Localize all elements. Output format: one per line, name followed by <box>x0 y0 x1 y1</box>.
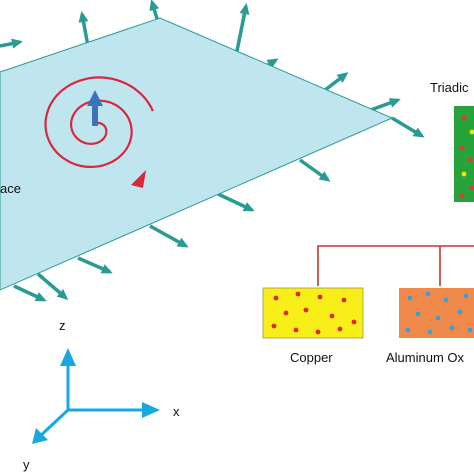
alumina-label: Aluminum Ox <box>386 350 465 365</box>
spiral-arrow-head <box>131 170 146 188</box>
triadic-dot <box>469 129 474 135</box>
rod-arrow-head <box>239 3 250 15</box>
x-axis-label: x <box>173 404 180 419</box>
rod-arrow-head <box>78 11 89 23</box>
rod <box>391 116 425 138</box>
coordinate-axes <box>36 356 152 440</box>
triadic-particles <box>459 115 474 199</box>
rod-arrow-head <box>242 202 255 212</box>
surface-label: ace <box>0 181 21 196</box>
connector-lines <box>317 245 474 286</box>
copper-dot <box>315 329 321 335</box>
rod-arrow-head <box>336 72 349 83</box>
rod <box>149 224 189 248</box>
copper-dot <box>317 294 323 300</box>
triadic-label: Triadic <box>430 80 469 95</box>
alumina-dot <box>415 311 421 317</box>
copper-dot <box>283 310 289 316</box>
alumina-dot <box>425 291 431 297</box>
rod <box>36 272 69 300</box>
rod-arrow-head <box>34 292 47 302</box>
alumina-dot <box>443 297 449 303</box>
y-axis-label: y <box>23 457 30 472</box>
rod <box>78 11 90 47</box>
rod-arrow-head <box>412 127 425 138</box>
copper-dot <box>337 326 343 332</box>
triadic-dot <box>461 171 467 177</box>
alumina-dot <box>449 325 455 331</box>
rod <box>298 158 331 182</box>
copper-dot <box>351 319 357 325</box>
copper-particles <box>271 291 357 335</box>
rod-arrow-head <box>11 38 23 49</box>
copper-dot <box>271 323 277 329</box>
rod-arrow-head <box>149 0 160 12</box>
copper-dot <box>341 297 347 303</box>
rod-arrow-head <box>176 237 189 248</box>
copper-box <box>262 287 364 339</box>
axis-arrow-heads <box>32 348 160 444</box>
rod <box>77 256 113 274</box>
copper-dot <box>329 313 335 319</box>
triadic-box <box>454 106 474 202</box>
alumina-dot <box>427 329 433 335</box>
z-axis-label: z <box>59 318 66 333</box>
spin-arrow-icon <box>87 90 103 126</box>
triadic-dot <box>459 145 465 151</box>
rod-arrow-head <box>56 288 69 300</box>
rod <box>13 284 47 302</box>
rod <box>0 38 23 49</box>
rod-arrow-head <box>266 58 279 69</box>
alumina-dot <box>435 315 441 321</box>
spin-spiral <box>44 76 154 168</box>
copper-dot <box>293 327 299 333</box>
alumina-dot <box>467 327 473 333</box>
rod-arrow-head <box>388 98 401 108</box>
alumina-dot <box>407 295 413 301</box>
triadic-dot <box>469 185 474 191</box>
rod <box>217 192 255 212</box>
rod-arrow-head <box>318 171 331 182</box>
rod <box>234 3 250 57</box>
copper-dot <box>295 291 301 297</box>
alumina-particles <box>405 291 473 335</box>
alumina-dot <box>457 309 463 315</box>
alumina-dot <box>405 327 411 333</box>
alumina-dot <box>463 293 469 299</box>
triadic-dot <box>461 115 467 121</box>
y-axis <box>36 408 70 440</box>
copper-dot <box>303 307 309 313</box>
copper-dot <box>273 295 279 301</box>
surface-plane <box>0 17 394 291</box>
triadic-dot <box>467 157 473 163</box>
copper-label: Copper <box>290 350 333 365</box>
alumina-box <box>399 288 474 338</box>
triadic-dot <box>459 193 465 199</box>
rod-arrow-head <box>100 264 113 274</box>
